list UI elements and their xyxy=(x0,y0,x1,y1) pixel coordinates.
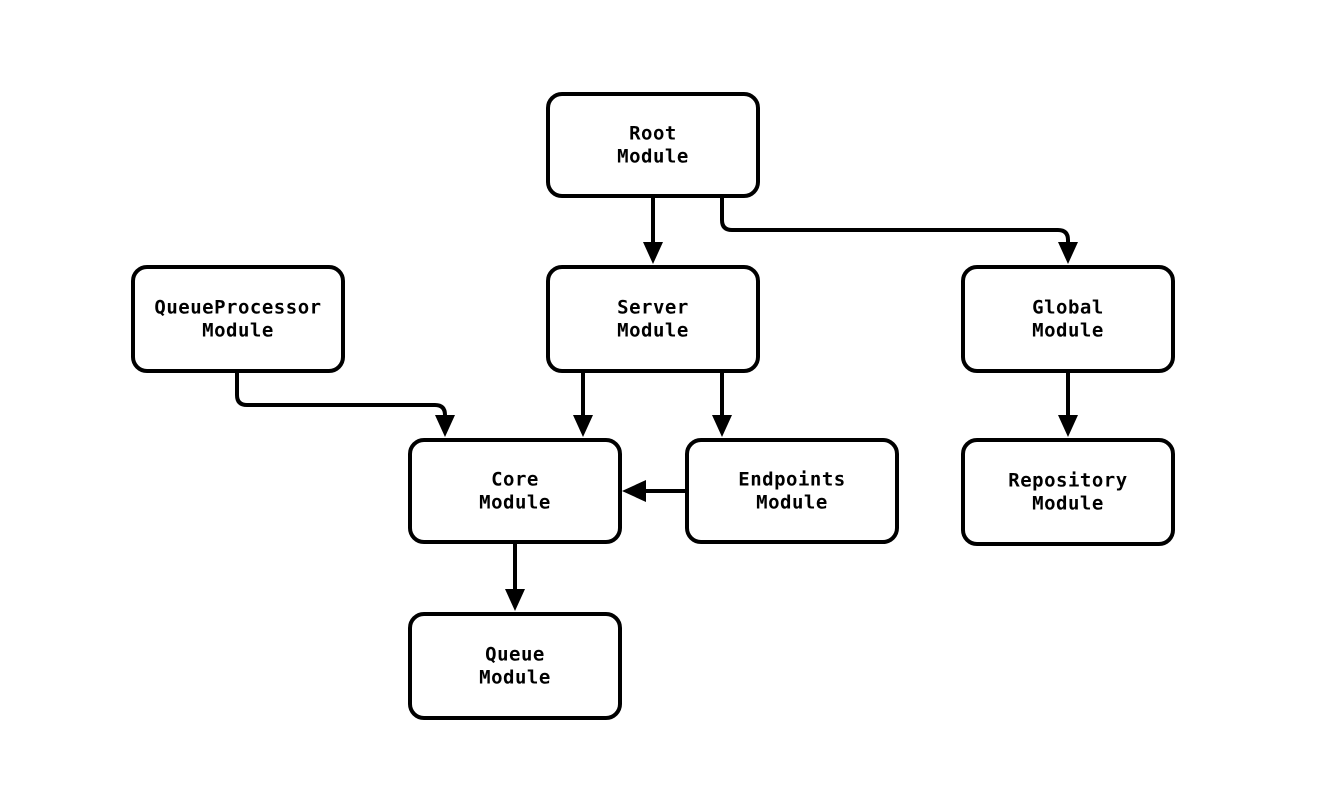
node-label-line1: Core xyxy=(491,469,539,491)
node-label-line2: Module xyxy=(1032,493,1104,515)
node-label-line1: QueueProcessor xyxy=(154,297,321,319)
arrowhead-icon xyxy=(573,415,593,437)
node-box[interactable] xyxy=(131,265,345,373)
arrowhead-icon xyxy=(505,589,525,611)
node-label-line1: Server xyxy=(617,297,689,319)
node-box[interactable] xyxy=(408,438,622,544)
edge-layer xyxy=(235,196,1078,611)
node-label-line1: Repository xyxy=(1008,470,1127,492)
node-box[interactable] xyxy=(546,265,760,373)
node-label-line1: Queue xyxy=(485,644,545,666)
node-label-line2: Module xyxy=(1032,320,1104,342)
node-label-line2: Module xyxy=(617,320,689,342)
edge-line xyxy=(235,371,447,419)
edge-root-to-global xyxy=(720,196,1078,264)
edge-queueprocessor-to-core xyxy=(235,371,455,437)
edge-endpoints-to-core xyxy=(622,480,687,502)
arrowhead-icon xyxy=(1058,242,1078,264)
node-label-line2: Module xyxy=(479,492,551,514)
node-label-line2: Module xyxy=(202,320,274,342)
node-root[interactable]: Root Module xyxy=(546,92,760,198)
node-box[interactable] xyxy=(685,438,899,544)
node-layer: Root Module QueueProcessor Module Server… xyxy=(131,92,1175,720)
edge-core-to-queue xyxy=(505,542,525,611)
edge-root-to-server xyxy=(643,196,663,264)
node-queueprocessor[interactable]: QueueProcessor Module xyxy=(131,265,345,373)
node-label-line2: Module xyxy=(756,492,828,514)
edge-server-to-core xyxy=(573,371,593,437)
edge-global-to-repository xyxy=(1058,371,1078,437)
node-endpoints[interactable]: Endpoints Module xyxy=(685,438,899,544)
node-label-line1: Endpoints xyxy=(738,469,845,491)
arrowhead-icon xyxy=(435,415,455,437)
arrowhead-icon xyxy=(643,242,663,264)
arrowhead-icon xyxy=(622,480,646,502)
node-box[interactable] xyxy=(961,265,1175,373)
node-box[interactable] xyxy=(961,438,1175,546)
node-label-line1: Global xyxy=(1032,297,1104,319)
node-core[interactable]: Core Module xyxy=(408,438,622,544)
node-box[interactable] xyxy=(408,612,622,720)
node-global[interactable]: Global Module xyxy=(961,265,1175,373)
edge-server-to-endpoints xyxy=(712,371,732,437)
node-label-line1: Root xyxy=(629,123,677,145)
node-repository[interactable]: Repository Module xyxy=(961,438,1175,546)
node-label-line2: Module xyxy=(617,146,689,168)
arrowhead-icon xyxy=(712,415,732,437)
node-server[interactable]: Server Module xyxy=(546,265,760,373)
arrowhead-icon xyxy=(1058,415,1078,437)
node-label-line2: Module xyxy=(479,667,551,689)
node-queue[interactable]: Queue Module xyxy=(408,612,622,720)
node-box[interactable] xyxy=(546,92,760,198)
edge-line xyxy=(720,196,1070,246)
